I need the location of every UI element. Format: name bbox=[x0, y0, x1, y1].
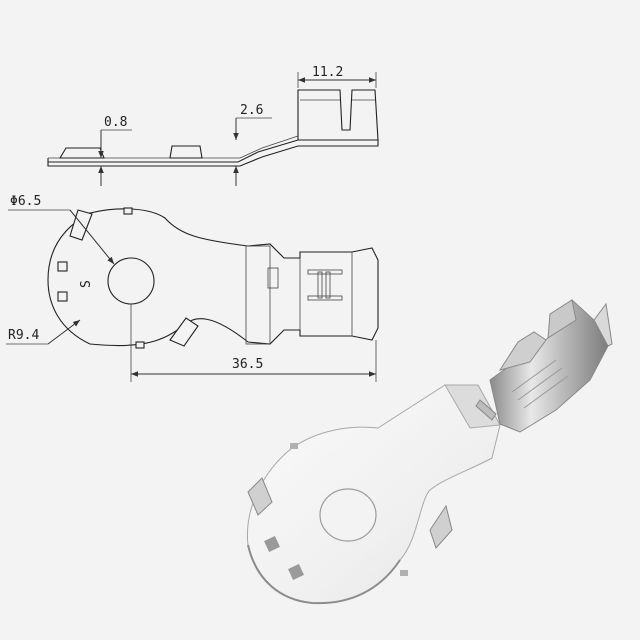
render-neck bbox=[444, 384, 501, 429]
render-tab-right bbox=[429, 504, 453, 549]
render-lance bbox=[475, 399, 497, 421]
top-view-slot bbox=[317, 271, 323, 299]
render-center-hole bbox=[319, 488, 377, 542]
dim-label-offset-height: 2.6 bbox=[240, 103, 263, 118]
top-view-slot-2 bbox=[325, 271, 331, 299]
dim-overall-length: 36.5 bbox=[130, 304, 377, 382]
side-view-tab-left bbox=[59, 147, 105, 159]
top-view-lance bbox=[267, 267, 279, 289]
render-square-hole-2 bbox=[288, 564, 304, 580]
dim-offset-height: 2.6 bbox=[233, 103, 272, 186]
render-plate-edge bbox=[247, 544, 401, 605]
dim-plate-thickness: 0.8 bbox=[98, 115, 132, 186]
top-view-crimp-zone bbox=[245, 245, 271, 345]
top-view-square-hole bbox=[57, 261, 68, 272]
top-view-square-hole-2 bbox=[57, 291, 68, 302]
dim-hole-diameter: Φ6.5 bbox=[8, 194, 115, 265]
render-square-hole bbox=[264, 536, 280, 552]
top-view-rib bbox=[307, 269, 343, 275]
dim-outer-radius: R9.4 bbox=[6, 319, 81, 345]
dim-label-plate-thickness: 0.8 bbox=[104, 115, 127, 130]
top-view-notch bbox=[123, 207, 133, 215]
side-view: 11.2 0.8 2.6 bbox=[47, 65, 379, 186]
top-view: S Φ6.5 R9.4 36.5 bbox=[6, 194, 379, 382]
render-barrel-wing bbox=[547, 299, 577, 339]
side-view-plate bbox=[47, 139, 379, 167]
render-rib-2 bbox=[517, 367, 563, 401]
render-tab-left bbox=[247, 477, 273, 516]
dim-label-tab-length: 11.2 bbox=[312, 65, 343, 80]
top-view-outline bbox=[47, 208, 379, 347]
isometric-render bbox=[246, 299, 613, 605]
dim-tab-length: 11.2 bbox=[297, 65, 377, 88]
render-plate bbox=[246, 384, 501, 604]
top-view-center-hole bbox=[107, 257, 155, 305]
dim-label-overall-length: 36.5 bbox=[232, 357, 263, 372]
render-barrel-wing-2 bbox=[593, 302, 613, 347]
top-view-rib-2 bbox=[307, 295, 343, 301]
top-view-tab-upper bbox=[69, 209, 93, 241]
side-view-offset-line-2 bbox=[261, 135, 299, 149]
side-view-offset-line bbox=[239, 147, 263, 159]
render-barrel-rear bbox=[498, 331, 547, 371]
side-view-barrel bbox=[297, 89, 379, 141]
dim-label-outer-radius: R9.4 bbox=[8, 328, 39, 343]
dim-label-hole-diameter: Φ6.5 bbox=[10, 194, 41, 209]
top-view-notch-2 bbox=[135, 341, 145, 349]
render-rib bbox=[511, 359, 557, 393]
top-view-tab-lower bbox=[169, 317, 199, 347]
render-notch-2 bbox=[400, 570, 408, 576]
side-view-tab-middle bbox=[169, 145, 203, 159]
render-rib-3 bbox=[523, 375, 569, 409]
render-notch bbox=[290, 443, 298, 449]
top-view-marking: S bbox=[79, 280, 94, 288]
